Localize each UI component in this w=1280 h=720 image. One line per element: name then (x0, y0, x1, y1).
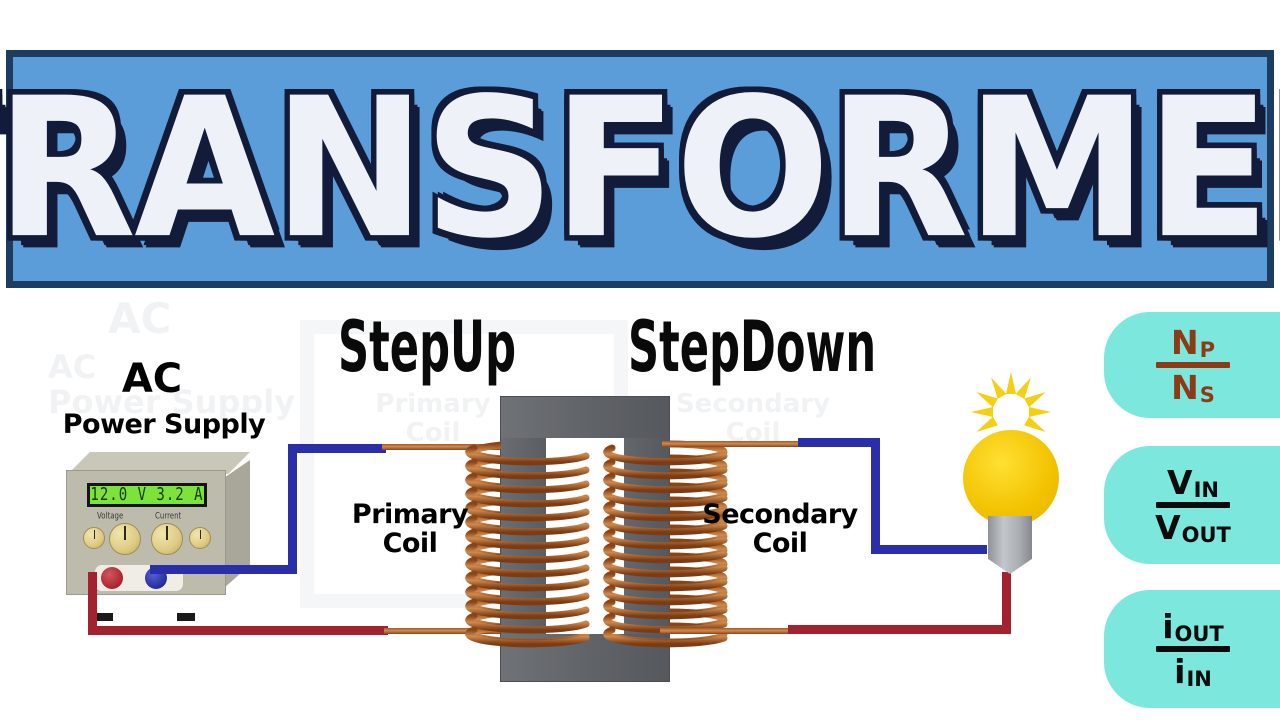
wire-red-secondary-bottom (788, 625, 1010, 634)
formula-numerator-subscript: OUT (1174, 622, 1224, 646)
psu-foot-left (95, 613, 113, 621)
wire-blue-secondary-vertical (871, 438, 880, 553)
psu-knob-current-fine[interactable] (189, 527, 211, 549)
bulb-ray (971, 407, 993, 417)
step-up-label: StepUp (338, 306, 516, 389)
wire-copper-primary-bottom (384, 628, 514, 634)
bulb-ray (1006, 372, 1016, 394)
watermark-ac: AC (108, 294, 172, 343)
formula-numerator-subscript: P (1199, 338, 1216, 362)
bulb-glass (963, 430, 1059, 526)
wire-blue-secondary-to-bulb (871, 545, 987, 554)
psu-voltage-label: Voltage (97, 511, 124, 521)
ac-source-subtitle: Power Supply (62, 409, 266, 440)
formula-denominator-symbol: i (1174, 652, 1186, 691)
psu-top-face (68, 452, 250, 474)
title-banner-inner: TRANSFORMER (0, 57, 1280, 281)
formula-denominator-symbol: N (1171, 368, 1199, 407)
bulb-base (988, 516, 1032, 574)
formula-numerator-symbol: i (1162, 607, 1174, 646)
formula-denominator-subscript: IN (1186, 667, 1212, 691)
coil-front-arcs (465, 444, 728, 648)
formula-fraction-bar (1156, 362, 1230, 368)
psu-jack-positive[interactable] (101, 567, 123, 589)
title-banner: TRANSFORMER (0, 50, 1280, 288)
psu-knob-voltage-fine[interactable] (83, 527, 105, 549)
wire-blue-primary-vertical (288, 444, 297, 574)
primary-coil-label: Primary Coil (351, 499, 469, 560)
formula-denominator-subscript: OUT (1181, 523, 1231, 547)
wire-copper-secondary-top (662, 441, 802, 447)
psu-current-label: Current (155, 511, 182, 521)
psu-lcd-display: 12.0 V 3.2 A (87, 483, 207, 507)
psu-lcd-readout: 12.0 V 3.2 A (90, 485, 204, 505)
formula-numerator-subscript: IN (1193, 478, 1219, 502)
wire-blue-primary-top (288, 444, 386, 453)
bulb-ray (1029, 407, 1051, 417)
wire-copper-primary-top (382, 444, 510, 450)
formula-fraction-bar (1156, 502, 1230, 508)
wire-red-bulb-vertical (1002, 572, 1011, 634)
primary-front-arcs (465, 444, 590, 648)
psu-knob-current-coarse[interactable] (151, 523, 183, 555)
wire-blue-primary-to-jack (150, 565, 297, 574)
ac-source-title: AC (121, 356, 183, 402)
secondary-front-arcs (603, 444, 728, 648)
formula-denominator-symbol: V (1155, 508, 1181, 547)
wire-copper-secondary-bottom (660, 628, 792, 634)
formula-denominator-subscript: S (1199, 383, 1215, 407)
step-down-label: StepDown (628, 306, 877, 389)
formula-numerator-symbol: V (1167, 463, 1193, 502)
wire-red-primary-bottom (88, 626, 388, 635)
light-bulb (920, 372, 1100, 592)
page-title: TRANSFORMER (0, 55, 1280, 281)
psu-foot-right (177, 613, 195, 621)
formula-fraction-bar (1156, 646, 1230, 652)
formula-numerator-symbol: N (1170, 323, 1199, 362)
secondary-coil-label: Secondary Coil (702, 499, 858, 560)
psu-knob-voltage-coarse[interactable] (109, 523, 141, 555)
wire-blue-secondary-top (798, 438, 880, 447)
wire-red-primary-vertical (88, 572, 97, 634)
